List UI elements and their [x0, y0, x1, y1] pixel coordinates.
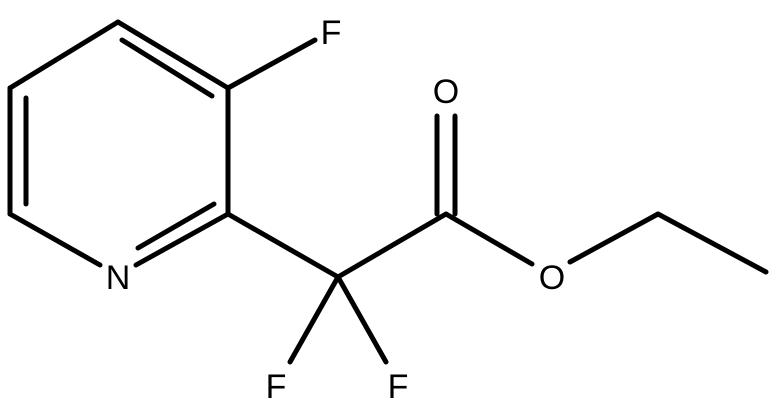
bond-ring-lower-right-inner	[135, 201, 217, 251]
atom-label-fluorine-ring: F	[321, 14, 342, 52]
bond-c2-cf2	[225, 211, 341, 280]
atom-label-fluorine-right: F	[388, 368, 409, 406]
atom-label-ester-oxygen: O	[539, 259, 565, 297]
bond-carbonyl-ester-o	[443, 211, 535, 267]
bond-ester-o-ch2	[567, 211, 661, 265]
bond-c3-f	[225, 37, 318, 91]
bond-ring-upper-left	[7, 19, 121, 91]
bond-cf2-carbonyl	[335, 211, 449, 280]
bond-ring-top	[115, 19, 231, 91]
bonds	[7, 19, 769, 365]
bond-ring-top-inner	[119, 37, 215, 99]
bond-cf2-f-left	[287, 274, 341, 365]
bond-ring-lower-right	[133, 211, 231, 268]
bond-ch2-ch3	[655, 211, 769, 275]
bond-ring-lower-left	[7, 211, 103, 268]
atom-labels: N F O O F F	[106, 14, 566, 406]
bond-cf2-f-right	[335, 274, 389, 365]
atom-label-fluorine-left: F	[266, 368, 287, 406]
atom-label-nitrogen: N	[106, 259, 131, 297]
atom-label-carbonyl-oxygen: O	[433, 73, 459, 111]
